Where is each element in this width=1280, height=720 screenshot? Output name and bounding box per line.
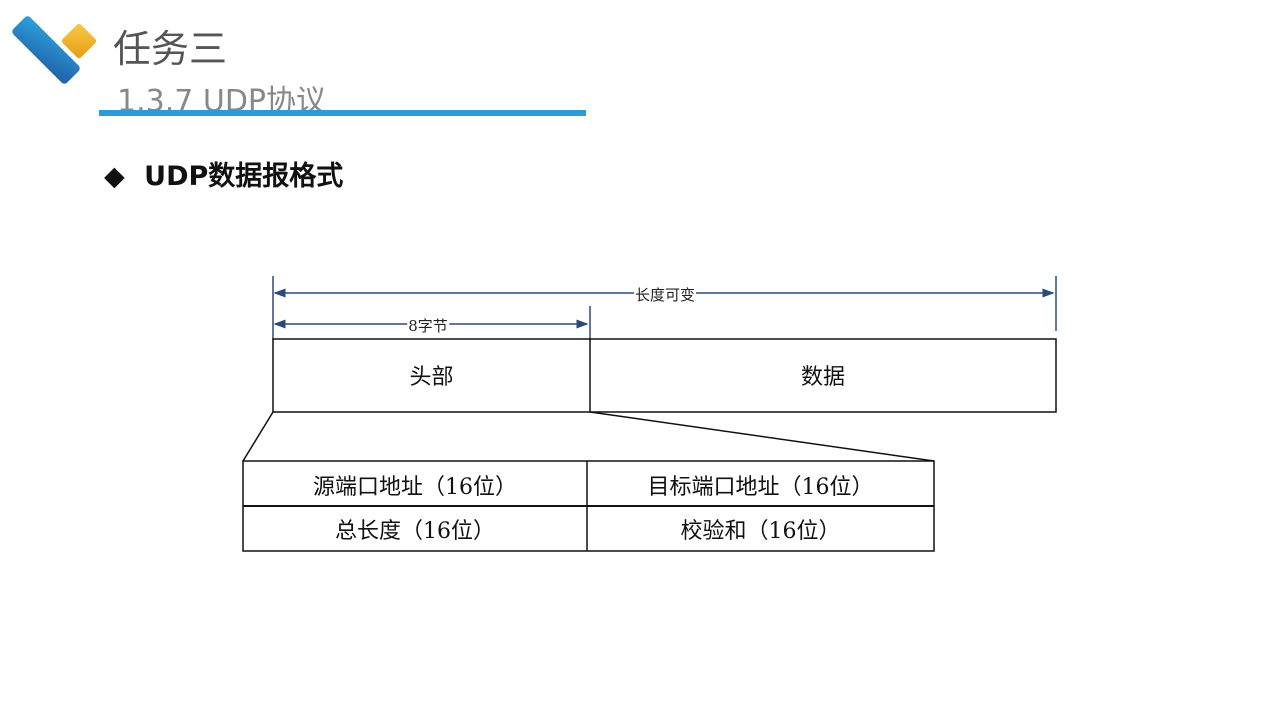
field-source-port: 源端口地址（16位） — [313, 475, 517, 500]
slide-title: 任务三 — [113, 27, 228, 71]
field-destination-port: 目标端口地址（16位） — [647, 475, 874, 500]
diamond-bullet-icon: ◆ — [104, 161, 125, 192]
total-length-label: 长度可变 — [633, 284, 697, 305]
field-checksum: 校验和（16位） — [680, 519, 841, 544]
section-heading: ◆ UDP数据报格式 — [104, 154, 343, 193]
header-length-label: 8字节 — [407, 315, 449, 336]
title-underline — [99, 110, 586, 116]
logo-icon — [12, 16, 97, 84]
segment-data: 数据 — [800, 365, 845, 390]
datagram-box — [272, 338, 1057, 413]
field-total-length: 总长度（16位） — [335, 519, 495, 544]
segment-header: 头部 — [409, 365, 454, 390]
section-heading-text: UDP数据报格式 — [144, 161, 344, 192]
